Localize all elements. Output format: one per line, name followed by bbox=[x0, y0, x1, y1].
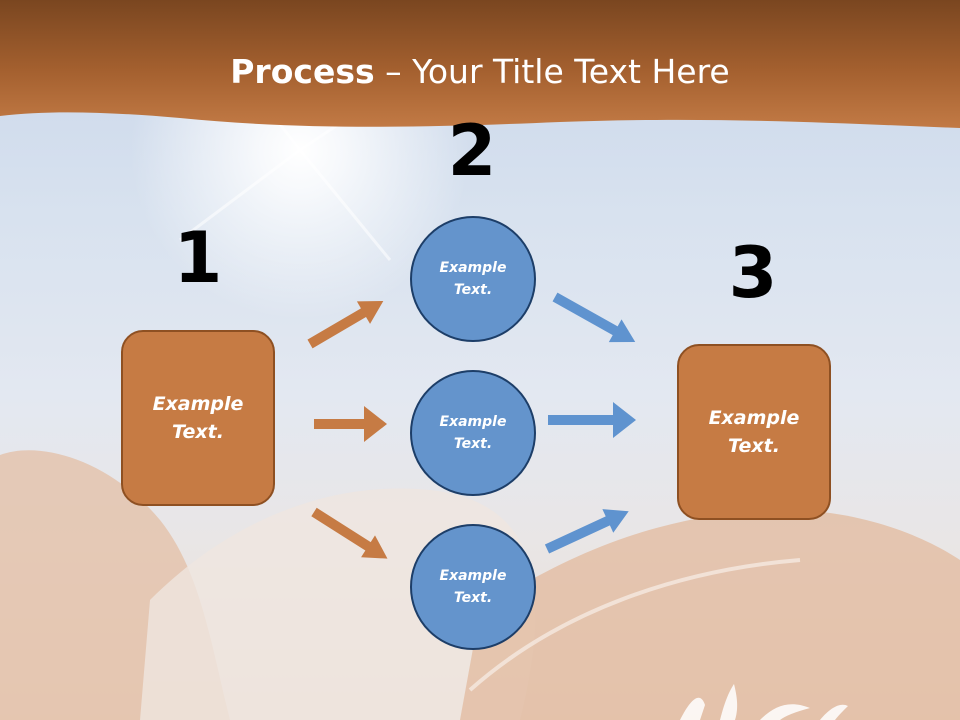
step-number-2: 2 bbox=[447, 110, 497, 192]
circle-middle-text: Example Text. bbox=[439, 413, 507, 452]
circle-top-text: Example Text. bbox=[439, 259, 507, 298]
step-number-3: 3 bbox=[728, 232, 778, 314]
title-bold: Process bbox=[230, 52, 375, 91]
slide-title: Process – Your Title Text Here bbox=[0, 52, 960, 91]
step-3-box-text: Example Text. bbox=[708, 406, 800, 458]
step-2-circle-middle: Example Text. bbox=[410, 370, 536, 496]
step-1-box-text: Example Text. bbox=[152, 392, 244, 444]
title-banner bbox=[0, 0, 960, 128]
step-1-box: Example Text. bbox=[121, 330, 275, 506]
plant-silhouette bbox=[680, 684, 848, 720]
dune-right bbox=[460, 509, 960, 720]
step-2-circle-top: Example Text. bbox=[410, 216, 536, 342]
arrow-1-to-middle bbox=[314, 406, 387, 442]
step-3-box: Example Text. bbox=[677, 344, 831, 520]
arrow-bottom-to-3 bbox=[544, 509, 629, 554]
step-number-1: 1 bbox=[173, 217, 223, 299]
arrow-1-to-top bbox=[307, 300, 384, 349]
dune-ridge bbox=[468, 558, 801, 692]
title-rest: – Your Title Text Here bbox=[374, 52, 730, 91]
arrow-top-to-3 bbox=[552, 292, 636, 343]
arrow-1-to-bottom bbox=[311, 507, 388, 559]
arrow-middle-to-3 bbox=[548, 402, 636, 438]
circle-bottom-text: Example Text. bbox=[439, 567, 507, 606]
step-2-circle-bottom: Example Text. bbox=[410, 524, 536, 650]
